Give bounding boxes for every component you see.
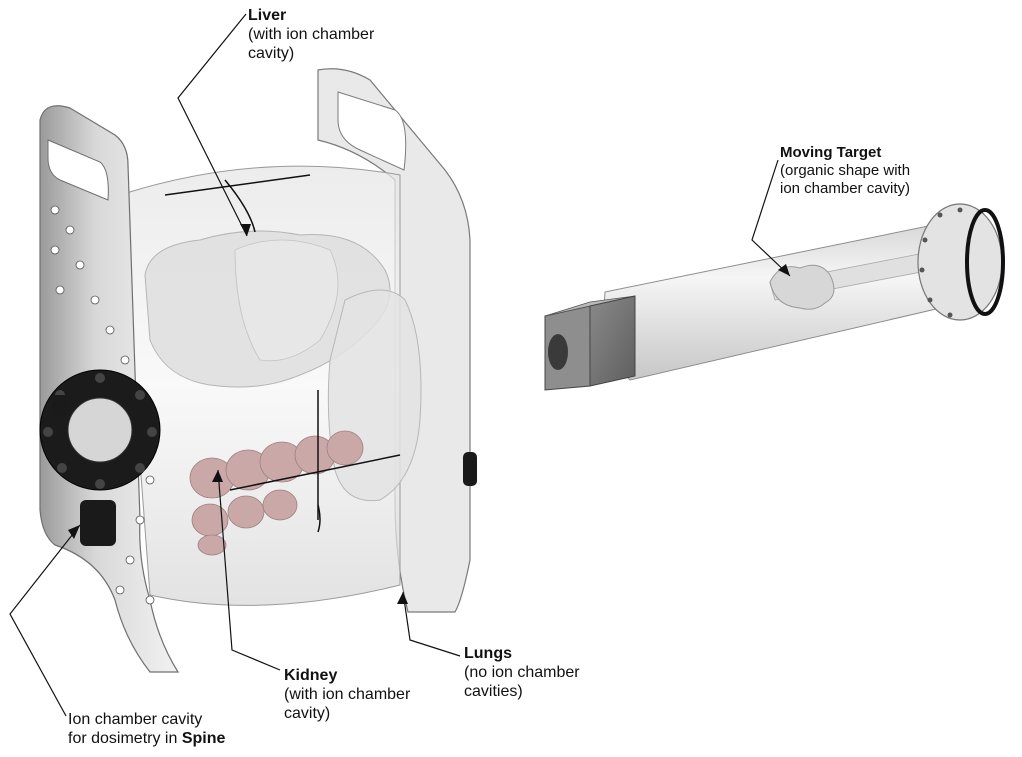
spine-label-line1: Ion chamber cavity <box>68 711 203 728</box>
back-plate-handle <box>337 91 407 171</box>
moving-target-insert <box>544 203 1005 391</box>
spine-model <box>189 430 364 556</box>
moving-target-model <box>769 264 835 310</box>
lungs-label-title: Lungs <box>464 645 512 662</box>
thorax-phantom <box>39 68 477 673</box>
ring-bolts <box>43 373 157 489</box>
spine-insert-knob <box>80 500 116 546</box>
plate-holes <box>50 205 155 605</box>
liver-label: Liver (with ion chamber cavity) <box>248 6 374 63</box>
insert-flange-ring <box>965 208 1005 316</box>
kidney-label-title: Kidney <box>284 667 338 684</box>
kidney-label: Kidney (with ion chamber cavity) <box>284 666 410 723</box>
flange-bolts <box>919 207 963 318</box>
kidney-label-line2: cavity) <box>284 705 331 722</box>
back-knob <box>463 452 477 486</box>
lungs-label-line2: cavities) <box>464 683 523 700</box>
liver-label-title: Liver <box>248 7 287 24</box>
spine-label-title: Spine <box>181 730 226 747</box>
moving-target-label-title: Moving Target <box>780 144 882 161</box>
insert-block-bore <box>548 334 568 370</box>
lungs-label: Lungs (no ion chamber cavities) <box>464 644 580 701</box>
moving-target-label-line1: (organic shape with <box>780 162 911 179</box>
kidney-label-line1: (with ion chamber <box>284 686 411 703</box>
side-knob <box>52 395 70 415</box>
moving-target-label-line2: ion chamber cavity) <box>780 180 911 197</box>
insert-flange <box>917 203 1003 321</box>
back-plate <box>317 68 471 613</box>
spine-label-line2: for dosimetry in Spine <box>68 729 225 748</box>
front-plate-handle <box>47 139 109 201</box>
front-ring-inner <box>67 397 133 463</box>
insert-block-side <box>589 295 636 387</box>
liver-label-line1: (with ion chamber <box>248 26 375 43</box>
liver-label-line2: cavity) <box>248 45 295 62</box>
callout-arrowheads <box>68 224 790 604</box>
callout-lines <box>9 13 791 717</box>
spine-label: Ion chamber cavity for dosimetry in Spin… <box>68 710 225 748</box>
alignment-lines <box>164 174 401 533</box>
moving-target-label: Moving Target (organic shape with ion ch… <box>780 144 910 198</box>
spine-label-prefix: for dosimetry in <box>68 730 182 747</box>
lungs-model <box>327 289 422 502</box>
lungs-label-line1: (no ion chamber <box>464 664 580 681</box>
liver-lobe <box>234 239 339 362</box>
